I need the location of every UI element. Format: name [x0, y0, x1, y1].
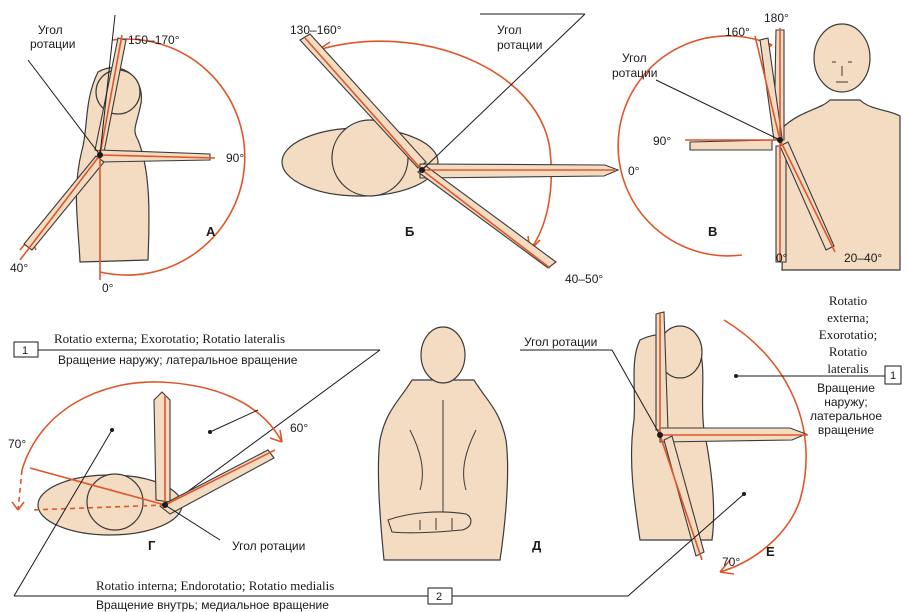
- figure-v-angle-20-40: 20–40°: [844, 251, 882, 265]
- figure-e-russian-line: латеральное: [810, 409, 882, 423]
- figure-g-rotation-arc: [22, 382, 282, 470]
- figure-g-letter: Г: [148, 538, 156, 553]
- figure-a-angle-right: 90°: [226, 151, 244, 165]
- figure-b-angle-right: 0°: [628, 164, 640, 178]
- figure-g-forearm: [154, 392, 170, 502]
- figure-e-rotation-arc: [720, 320, 806, 572]
- latin-internal: Rotatio interna; Endorotatio; Rotatio me…: [96, 578, 334, 593]
- figure-d-head: [421, 327, 465, 383]
- figure-v-letter: В: [708, 224, 717, 239]
- figure-g-number: 1: [22, 345, 28, 357]
- figure-v-angle-0: 0°: [776, 251, 788, 265]
- internal-number: 2: [436, 591, 442, 603]
- figure-a: Угол ротации 150–170° 90° 40° 0° А: [10, 15, 245, 295]
- figure-v-angle-90: 90°: [653, 134, 671, 148]
- figure-e-russian-line: Вращение: [817, 381, 875, 395]
- figure-a-angle-top: 150–170°: [128, 33, 180, 47]
- figure-e-number: 1: [890, 370, 896, 382]
- figure-a-angle-left: 40°: [10, 261, 28, 275]
- figure-e-russian-line: вращение: [818, 423, 874, 437]
- figure-d: Д: [378, 327, 542, 560]
- figure-b-angle-bottom: 40–50°: [565, 272, 603, 286]
- figure-g-angle-right: 60°: [290, 421, 308, 435]
- figure-b-arm: [420, 164, 618, 178]
- figure-e-latin-line: externa;: [827, 310, 869, 325]
- figure-v-angle-160: 160°: [725, 25, 750, 39]
- figure-e-latin-block: Rotatio externa; Exorotatio; Rotatio lat…: [819, 293, 878, 376]
- figure-e-angle-bottom: 70°: [722, 555, 740, 569]
- figure-v-rotation-label-1: Угол: [622, 51, 647, 65]
- figure-g: 1 Rotatio externa; Exorotatio; Rotatio l…: [8, 331, 380, 553]
- figure-g-russian-external: Вращение наружу; латеральное вращение: [58, 353, 298, 367]
- figure-g-angle-left: 70°: [8, 437, 26, 451]
- figure-e-latin-line: lateralis: [827, 361, 868, 376]
- figure-e-latin-line: Rotatio: [829, 344, 867, 359]
- figure-d-letter: Д: [532, 538, 542, 553]
- figure-b: 130–160° Угол ротации 0° 40–50° Б: [282, 14, 640, 286]
- figure-e-latin-line: Exorotatio;: [819, 327, 878, 342]
- figure-b-angle-top: 130–160°: [290, 23, 342, 37]
- figure-b-letter: Б: [405, 224, 414, 239]
- figure-v-rotation-label-2: ротации: [612, 66, 657, 80]
- figure-v-angle-180: 180°: [764, 11, 789, 25]
- figure-b-rotation-label-2: ротации: [497, 38, 542, 52]
- figure-a-rotation-label-2: ротации: [30, 37, 75, 51]
- figure-e: Угол ротации Rotatio externa; Exorotatio…: [520, 293, 901, 574]
- figure-a-angle-bottom: 0°: [102, 281, 114, 295]
- figure-e-rotation-label: Угол ротации: [524, 335, 597, 349]
- figure-v: 180° 160° Угол ротации 90° 0° 20–40° В: [612, 11, 900, 270]
- russian-internal: Вращение внутрь; медиальное вращение: [96, 598, 329, 612]
- figure-g-rotation-label: Угол ротации: [232, 539, 305, 553]
- figure-e-russian-block: Вращение наружу; латеральное вращение: [810, 381, 882, 437]
- figure-g-latin-external: Rotatio externa; Exorotatio; Rotatio lat…: [54, 331, 285, 346]
- figure-e-latin-line: Rotatio: [829, 293, 867, 308]
- figure-a-rotation-label-1: Угол: [38, 23, 63, 37]
- figure-b-rotation-label-1: Угол: [497, 23, 522, 37]
- figure-e-letter: Е: [766, 544, 775, 559]
- figure-e-russian-line: наружу;: [824, 395, 867, 409]
- figure-a-letter: А: [206, 224, 216, 239]
